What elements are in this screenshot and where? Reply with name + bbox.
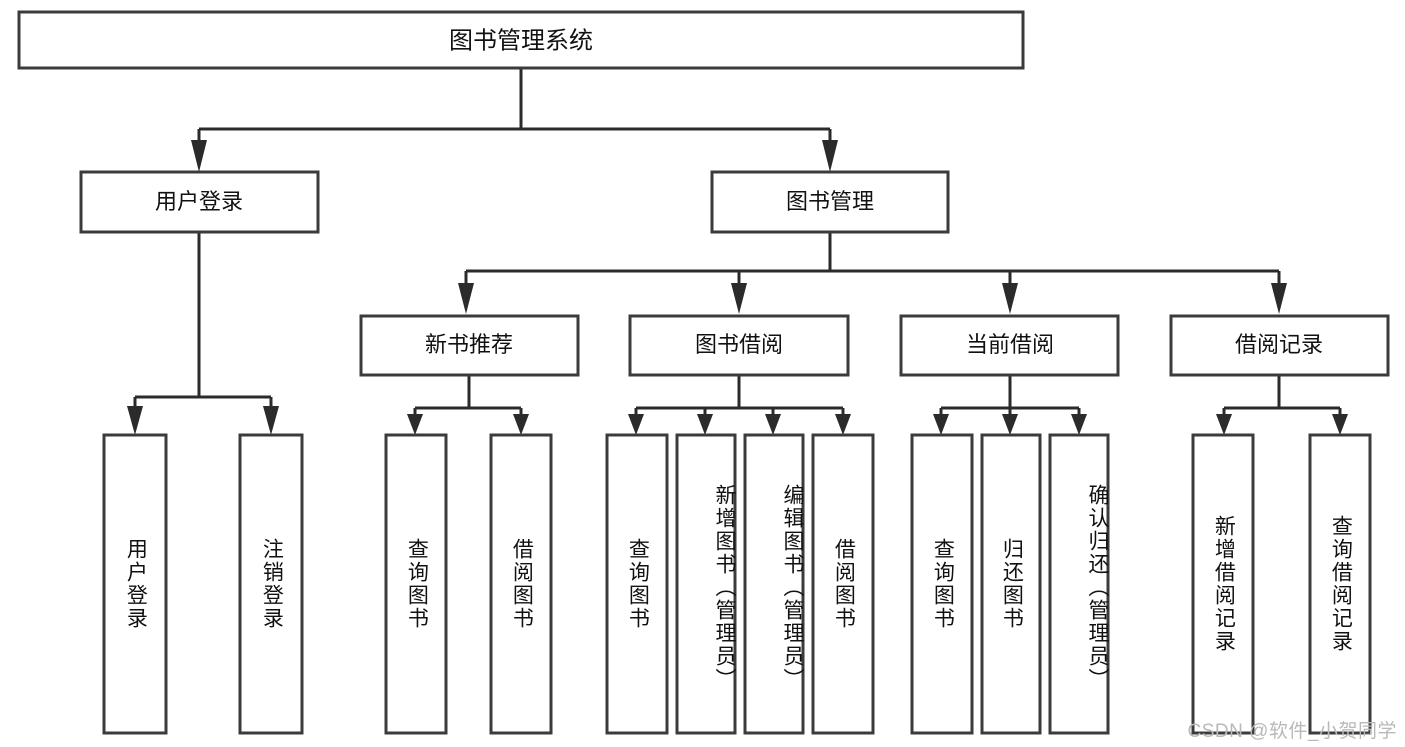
arrow-head-leaf-query-record (1332, 414, 1348, 435)
node-current-borrow[interactable]: 当前借阅 (899, 314, 1120, 377)
connector-layer (127, 68, 1348, 435)
arrow-head-leaf-confirm-return (1071, 414, 1087, 435)
node-current-borrow-box[interactable] (899, 314, 1120, 377)
node-root[interactable]: 图书管理系统 (17, 10, 1025, 70)
node-root-label: 图书管理系统 (449, 27, 593, 54)
node-leaf-user-login-box[interactable] (102, 433, 168, 735)
node-leaf-edit-book-box[interactable] (743, 433, 805, 735)
arrow-head-user-login (191, 140, 207, 172)
node-leaf-confirm-return-box[interactable] (1048, 433, 1110, 735)
arrow-head-book-borrow (731, 283, 747, 314)
arrow-head-current-borrow (1002, 283, 1018, 314)
node-leaf-return-book-box[interactable] (980, 433, 1042, 735)
node-leaf-query-book-3-box[interactable] (910, 433, 974, 735)
arrow-head-leaf-logout-login (263, 406, 279, 435)
arrow-head-book-manage (822, 140, 838, 172)
arrow-head-leaf-add-book (697, 414, 713, 435)
arrow-head-leaf-user-login (127, 406, 143, 435)
node-leaf-query-book-1-box[interactable] (384, 433, 448, 735)
node-new-book-rec-box[interactable] (359, 314, 580, 377)
node-book-manage-box[interactable] (710, 170, 950, 234)
node-borrow-record-box[interactable] (1169, 314, 1390, 377)
node-leaf-borrow-book-1-box[interactable] (489, 433, 553, 735)
node-borrow-record-label: 借阅记录 (1235, 332, 1323, 357)
node-book-borrow[interactable]: 图书借阅 (628, 314, 850, 377)
node-user-login-label: 用户登录 (155, 189, 243, 214)
arrow-head-new-book-rec (458, 283, 474, 314)
node-new-book-rec-label: 新书推荐 (425, 332, 513, 357)
arrow-head-leaf-borrow-book-2 (835, 414, 851, 435)
node-user-login-box[interactable] (79, 170, 320, 234)
arrow-head-leaf-edit-book (765, 414, 781, 435)
arrow-head-leaf-return-book (1002, 414, 1018, 435)
node-book-borrow-label: 图书借阅 (695, 332, 783, 357)
arrow-head-leaf-query-book-2 (628, 414, 644, 435)
node-new-book-rec[interactable]: 新书推荐 (359, 314, 580, 377)
arrow-head-leaf-borrow-book-1 (513, 414, 529, 435)
node-borrow-record[interactable]: 借阅记录 (1169, 314, 1390, 377)
node-leaf-query-book-2-box[interactable] (605, 433, 669, 735)
arrow-head-borrow-record (1271, 283, 1287, 314)
node-book-manage-label: 图书管理 (786, 189, 874, 214)
node-leaf-logout-login-box[interactable] (238, 433, 304, 735)
node-user-login[interactable]: 用户登录 (79, 170, 320, 234)
node-leaf-query-record-box[interactable] (1308, 433, 1372, 735)
node-book-borrow-box[interactable] (628, 314, 850, 377)
node-leaf-add-book-box[interactable] (675, 433, 737, 735)
node-leaf-borrow-book-2-box[interactable] (811, 433, 875, 735)
watermark-text: CSDN @软件_小贺同学 (1187, 721, 1397, 742)
node-book-manage[interactable]: 图书管理 (710, 170, 950, 234)
node-root-box[interactable] (17, 10, 1025, 70)
node-current-borrow-label: 当前借阅 (966, 332, 1054, 357)
arrow-head-leaf-query-book-1 (407, 414, 423, 435)
arrow-head-leaf-add-record (1216, 414, 1232, 435)
arrow-head-leaf-query-book-3 (933, 414, 949, 435)
node-leaf-add-record-box[interactable] (1191, 433, 1255, 735)
